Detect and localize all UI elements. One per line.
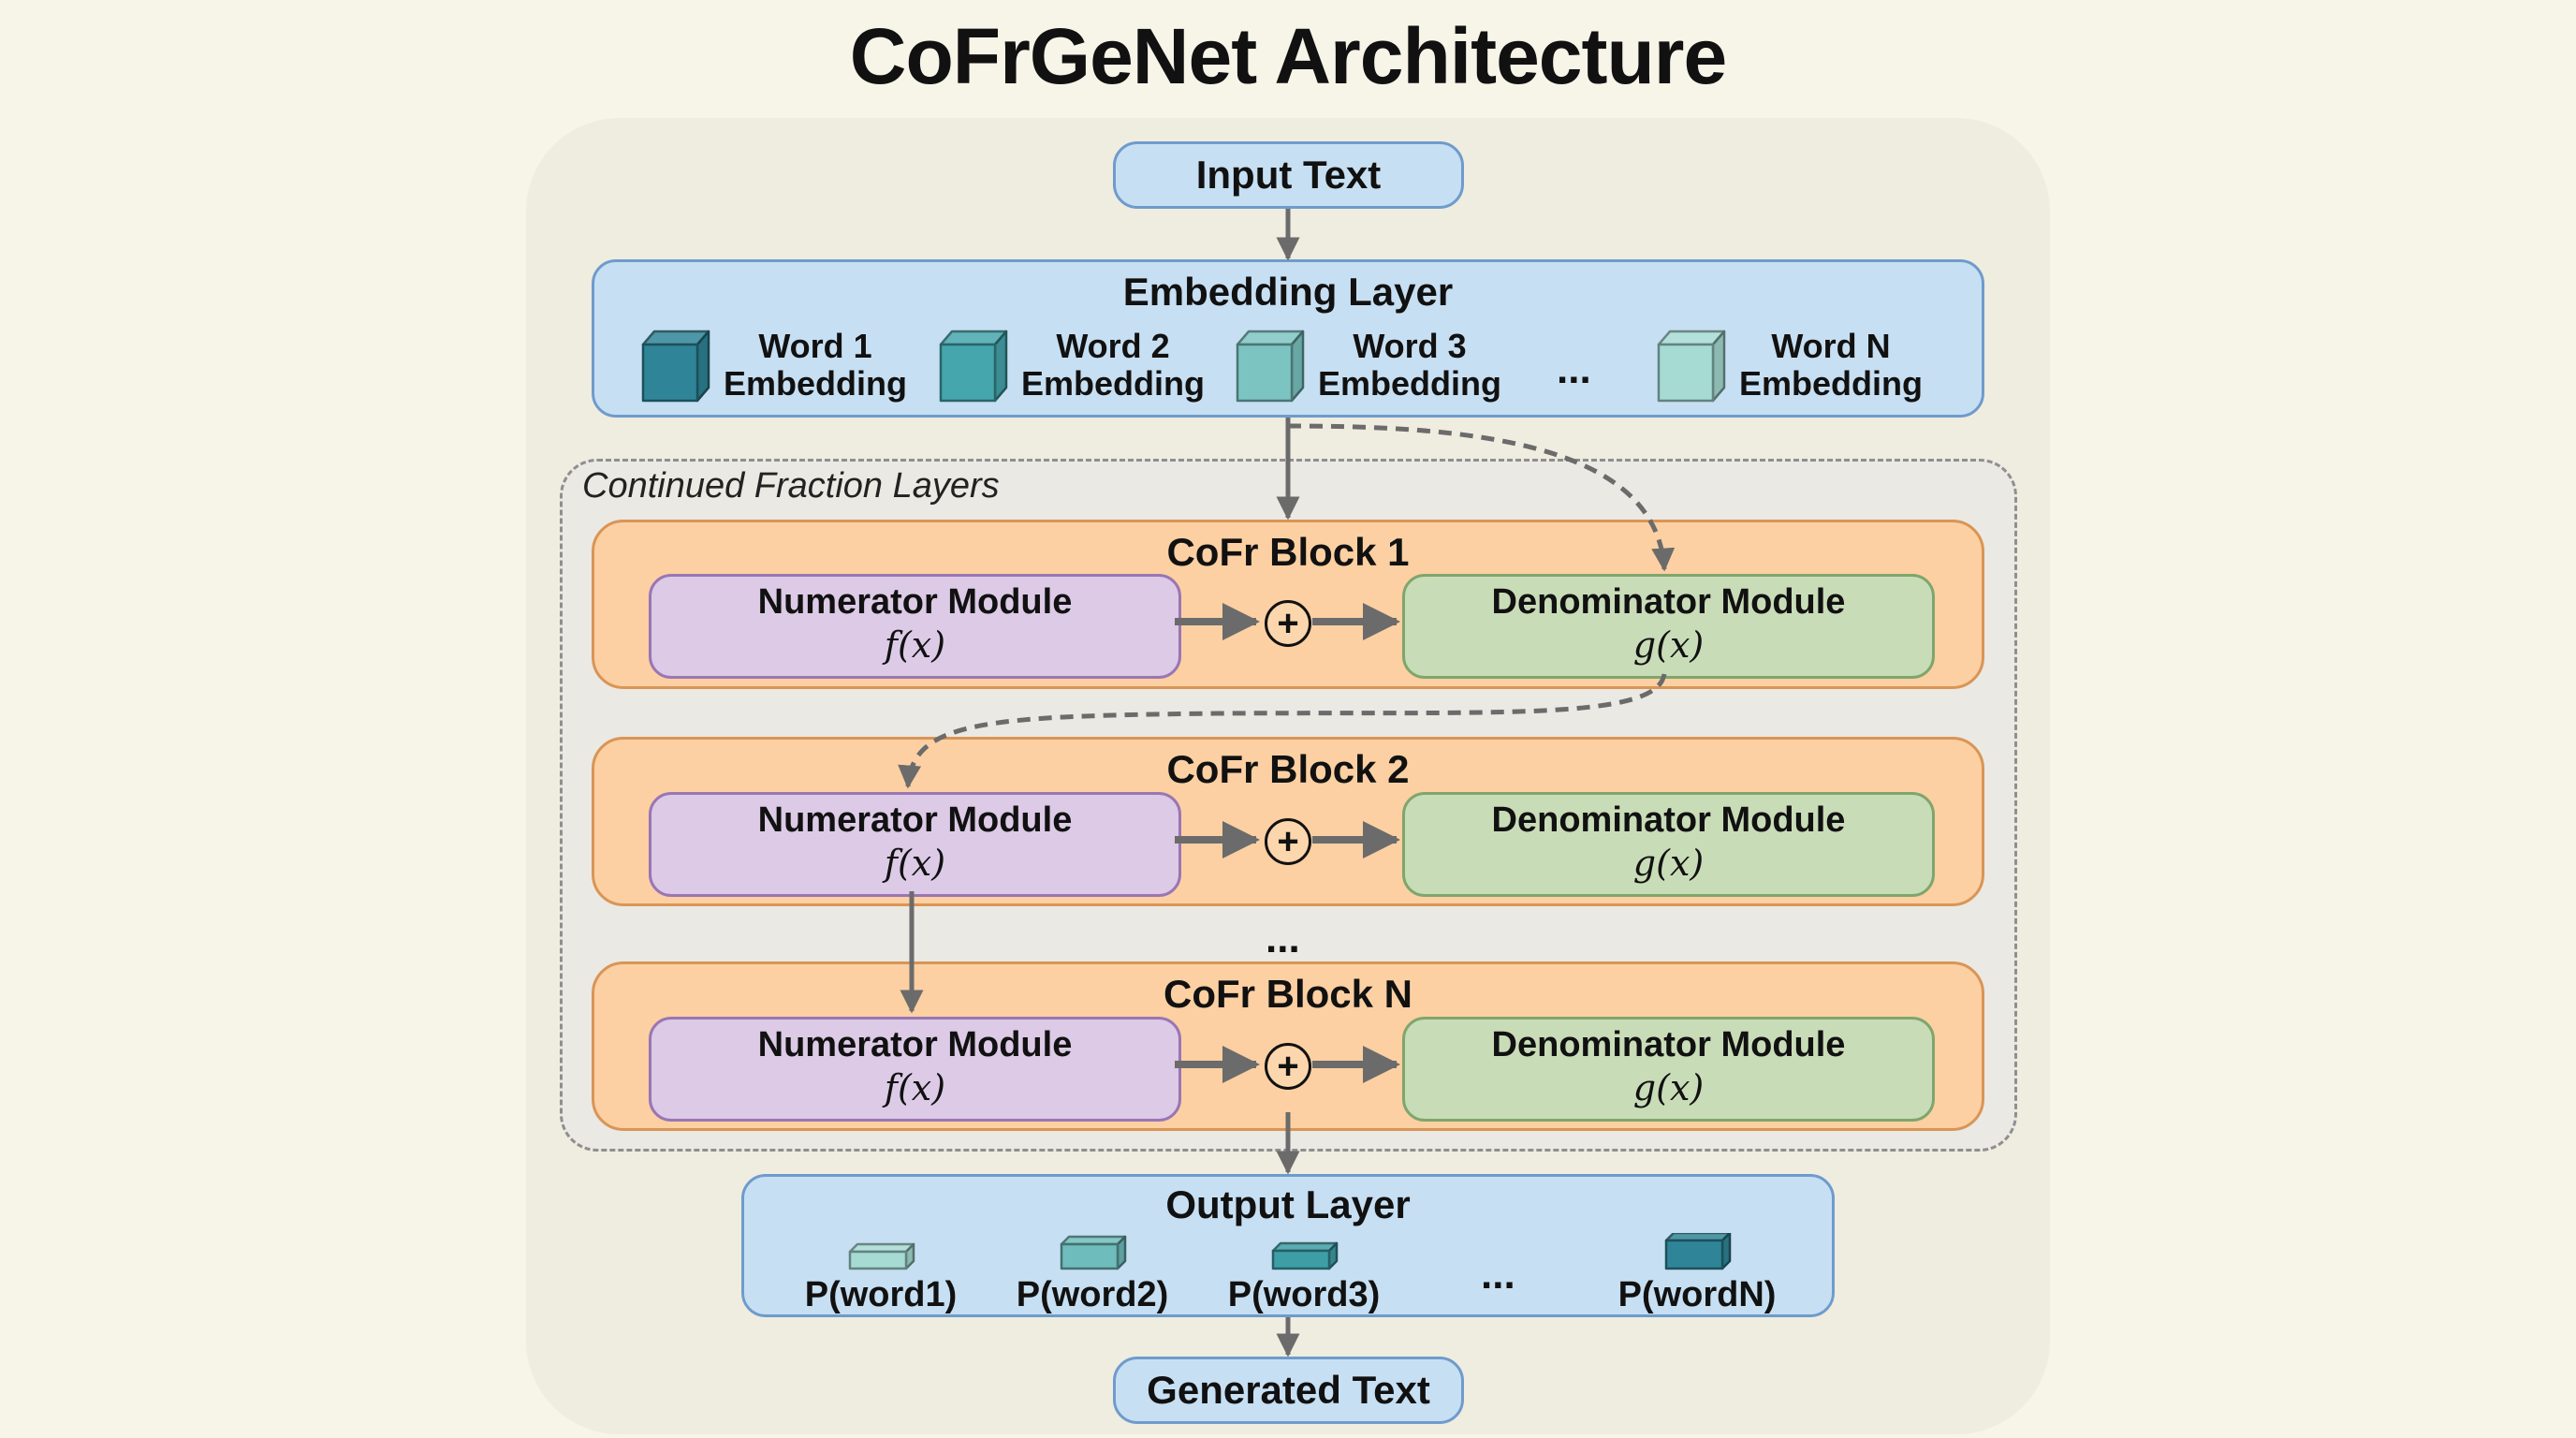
numerator-function: f(x) [884, 843, 946, 884]
word-label: Word 1 [758, 327, 872, 365]
generated-text-label: Generated Text [1147, 1368, 1430, 1412]
prob-label: P(wordN) [1617, 1275, 1777, 1314]
word-label: Word N [1771, 327, 1891, 365]
cube-icon [1271, 1241, 1339, 1270]
plus-icon: + [1265, 818, 1311, 865]
word-label: Word 2 [1056, 327, 1170, 365]
denominator-function: g(x) [1632, 843, 1705, 884]
word-label: Word 3 [1353, 327, 1467, 365]
numerator-function: f(x) [884, 1067, 946, 1108]
output-layer-title: Output Layer [1165, 1182, 1411, 1226]
cofr-block-1: CoFr Block 1 Numerator Module f(x) + Den… [592, 520, 1984, 689]
numerator-label: Numerator Module [757, 1025, 1073, 1064]
cofr-block-n: CoFr Block N Numerator Module f(x) + Den… [592, 961, 1984, 1131]
cube-front [848, 1250, 908, 1270]
embedding-label: Embedding [1021, 364, 1205, 403]
diagram-title: CoFrGeNet Architecture [849, 12, 1727, 100]
cube-icon [1060, 1235, 1127, 1270]
cube-icon [1657, 330, 1726, 403]
denominator-label: Denominator Module [1491, 800, 1846, 840]
denominator-label: Denominator Module [1491, 1025, 1846, 1064]
prob-word-1: P(word1) [787, 1233, 974, 1315]
cube-front [1664, 1239, 1724, 1270]
prob-word-3: P(word3) [1210, 1233, 1398, 1315]
cube-front [1657, 343, 1715, 403]
output-ellipsis: ... [1481, 1252, 1515, 1298]
embedding-ellipsis: ... [1557, 346, 1591, 392]
embedding-layer-title: Embedding Layer [1122, 270, 1454, 314]
denominator-function: g(x) [1632, 1067, 1705, 1108]
cube-front [1236, 343, 1294, 403]
cube-side [695, 330, 710, 403]
denominator-function: g(x) [1632, 624, 1705, 666]
prob-word-n: P(wordN) [1603, 1231, 1791, 1315]
embedding-label: Embedding [1318, 364, 1501, 403]
cube-icon [1664, 1231, 1732, 1270]
block-title: CoFr Block 1 [1166, 530, 1410, 574]
cube-icon [939, 330, 1008, 403]
numerator-function: f(x) [884, 624, 946, 666]
generated-text-node: Generated Text [1113, 1357, 1464, 1424]
numerator-module: Numerator Module f(x) [649, 1017, 1181, 1122]
cofr-block-2: CoFr Block 2 Numerator Module f(x) + Den… [592, 737, 1984, 906]
input-text-node: Input Text [1113, 141, 1464, 209]
cube-icon [641, 330, 710, 403]
numerator-label: Numerator Module [757, 582, 1073, 622]
prob-label: P(word2) [1016, 1275, 1169, 1314]
cube-front [1060, 1242, 1120, 1270]
embedding-label: Embedding [724, 364, 907, 403]
cube-icon [1236, 330, 1305, 403]
numerator-label: Numerator Module [757, 800, 1073, 840]
prob-label: P(word1) [804, 1275, 958, 1314]
cube-icon [848, 1242, 915, 1270]
cube-front [641, 343, 699, 403]
cube-side [1711, 330, 1726, 403]
embedding-label: Embedding [1739, 364, 1923, 403]
blocks-ellipsis: ... [1266, 916, 1300, 961]
prob-word-2: P(word2) [999, 1233, 1186, 1315]
denominator-module: Denominator Module g(x) [1402, 574, 1935, 679]
cube-side [1290, 330, 1305, 403]
numerator-module: Numerator Module f(x) [649, 792, 1181, 897]
numerator-module: Numerator Module f(x) [649, 574, 1181, 679]
output-layer: Output Layer P(word1) P(word2) P(word3) … [741, 1174, 1835, 1317]
plus-icon: + [1265, 1043, 1311, 1090]
cube-front [939, 343, 997, 403]
denominator-label: Denominator Module [1491, 582, 1846, 622]
block-title: CoFr Block 2 [1166, 747, 1410, 791]
block-title: CoFr Block N [1163, 972, 1413, 1016]
continued-fraction-label: Continued Fraction Layers [582, 466, 1000, 506]
plus-icon: + [1265, 600, 1311, 647]
prob-label: P(word3) [1227, 1275, 1381, 1314]
denominator-module: Denominator Module g(x) [1402, 1017, 1935, 1122]
denominator-module: Denominator Module g(x) [1402, 792, 1935, 897]
cube-side [993, 330, 1008, 403]
input-text-label: Input Text [1195, 153, 1382, 197]
cube-front [1271, 1249, 1331, 1270]
